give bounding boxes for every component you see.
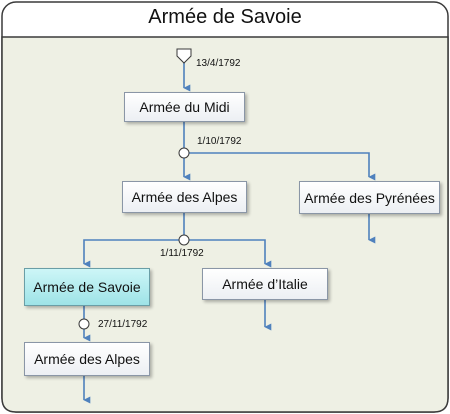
date-label-start: 13/4/1792 — [196, 58, 241, 69]
node-armee-d-italie: Armée d’Italie — [202, 268, 328, 300]
node-armee-de-savoie: Armée de Savoie — [24, 268, 150, 306]
node-armee-des-alpes-1: Armée des Alpes — [122, 181, 247, 213]
connector-junction1-pyrenees — [189, 152, 376, 181]
junction-2 — [178, 234, 190, 246]
start-symbol — [176, 48, 192, 64]
junction-1 — [178, 147, 190, 159]
date-label-split1: 1/10/1792 — [197, 136, 242, 147]
node-armee-des-pyrenees: Armée des Pyrénées — [299, 181, 440, 214]
date-label-split2: 1/11/1792 — [160, 248, 204, 259]
date-label-split3: 27/11/1792 — [98, 319, 148, 330]
node-armee-du-midi: Armée du Midi — [124, 92, 245, 122]
content-panel — [1, 36, 449, 413]
diagram-title: Armée de Savoie — [148, 6, 302, 28]
connector-junction2-italie — [189, 239, 272, 268]
connector-junction2-savoie — [83, 239, 179, 268]
junction-3 — [78, 318, 90, 330]
node-armee-des-alpes-2: Armée des Alpes — [24, 342, 150, 376]
